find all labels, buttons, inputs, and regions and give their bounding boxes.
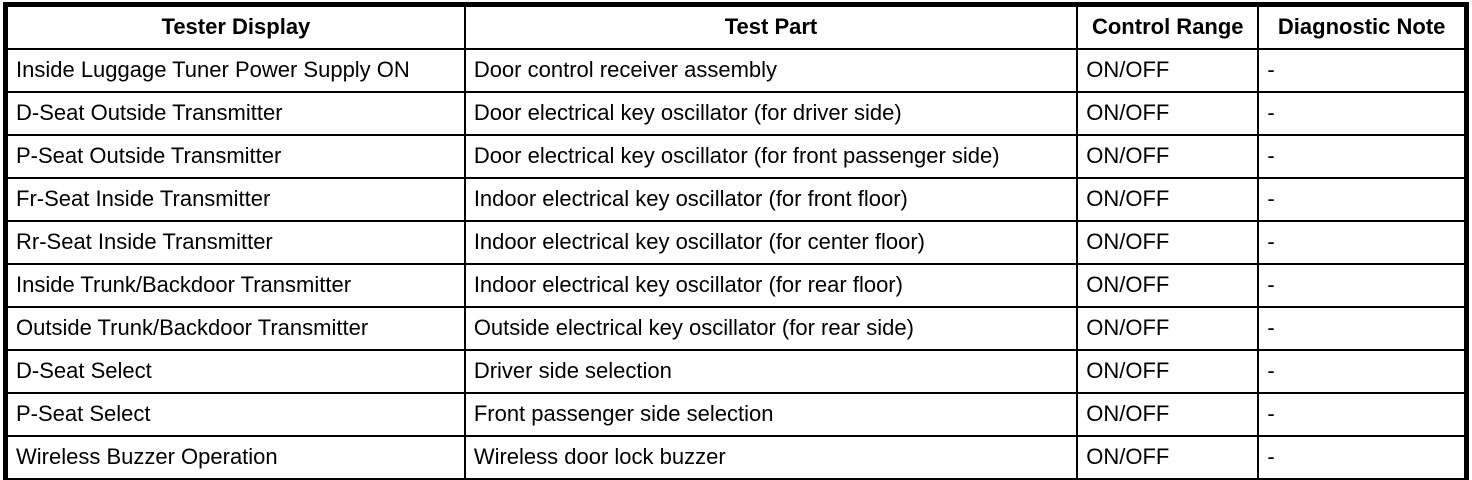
tester-display-cell: Inside Luggage Tuner Power Supply ON [4, 48, 466, 93]
control-range-cell: ON/OFF [1076, 134, 1260, 179]
test-part-cell: Driver side selection [463, 349, 1079, 394]
table-row: Inside Luggage Tuner Power Supply ON Doo… [4, 48, 1468, 93]
table-row: P-Seat Outside Transmitter Door electric… [4, 134, 1468, 179]
table-row: D-Seat Select Driver side selection ON/O… [4, 349, 1468, 394]
tester-display-cell: Wireless Buzzer Operation [4, 435, 466, 480]
diagnostic-note-cell: - [1257, 349, 1468, 394]
test-part-cell: Indoor electrical key oscillator (for ce… [463, 220, 1079, 265]
control-range-cell: ON/OFF [1076, 349, 1260, 394]
control-range-cell: ON/OFF [1076, 91, 1260, 136]
diagnostic-note-cell: - [1257, 306, 1468, 351]
column-header-tester-display: Tester Display [4, 3, 466, 50]
table-row: Fr-Seat Inside Transmitter Indoor electr… [4, 177, 1468, 222]
tester-display-cell: P-Seat Outside Transmitter [4, 134, 466, 179]
test-part-cell: Front passenger side selection [463, 392, 1079, 437]
control-range-cell: ON/OFF [1076, 392, 1260, 437]
test-part-cell: Wireless door lock buzzer [463, 435, 1079, 480]
tester-display-cell: Fr-Seat Inside Transmitter [4, 177, 466, 222]
diagnostic-note-cell: - [1257, 263, 1468, 308]
control-range-cell: ON/OFF [1076, 263, 1260, 308]
test-part-cell: Door electrical key oscillator (for driv… [463, 91, 1079, 136]
tester-display-cell: Outside Trunk/Backdoor Transmitter [4, 306, 466, 351]
table-row: Inside Trunk/Backdoor Transmitter Indoor… [4, 263, 1468, 308]
column-header-control-range: Control Range [1076, 3, 1260, 50]
table-row: Outside Trunk/Backdoor Transmitter Outsi… [4, 306, 1468, 351]
column-header-test-part: Test Part [463, 3, 1079, 50]
diagnostic-note-cell: - [1257, 134, 1468, 179]
header-row: Tester Display Test Part Control Range D… [4, 3, 1468, 50]
test-part-cell: Indoor electrical key oscillator (for re… [463, 263, 1079, 308]
tester-display-cell: Rr-Seat Inside Transmitter [4, 220, 466, 265]
test-part-cell: Door electrical key oscillator (for fron… [463, 134, 1079, 179]
control-range-cell: ON/OFF [1076, 435, 1260, 480]
diagnostic-note-cell: - [1257, 435, 1468, 480]
table-row: P-Seat Select Front passenger side selec… [4, 392, 1468, 437]
table-row: D-Seat Outside Transmitter Door electric… [4, 91, 1468, 136]
control-range-cell: ON/OFF [1076, 306, 1260, 351]
diagnostic-note-cell: - [1257, 177, 1468, 222]
control-range-cell: ON/OFF [1076, 220, 1260, 265]
tester-display-cell: D-Seat Select [4, 349, 466, 394]
table-row: Wireless Buzzer Operation Wireless door … [4, 435, 1468, 480]
tester-display-cell: D-Seat Outside Transmitter [4, 91, 466, 136]
diagnostic-note-cell: - [1257, 392, 1468, 437]
test-part-cell: Outside electrical key oscillator (for r… [463, 306, 1079, 351]
control-range-cell: ON/OFF [1076, 177, 1260, 222]
signal-check-table: Tester Display Test Part Control Range D… [3, 2, 1469, 480]
column-header-diagnostic-note: Diagnostic Note [1257, 3, 1468, 50]
control-range-cell: ON/OFF [1076, 48, 1260, 93]
diagnostic-note-cell: - [1257, 91, 1468, 136]
table-row: Rr-Seat Inside Transmitter Indoor electr… [4, 220, 1468, 265]
test-part-cell: Indoor electrical key oscillator (for fr… [463, 177, 1079, 222]
tester-display-cell: Inside Trunk/Backdoor Transmitter [4, 263, 466, 308]
tester-display-cell: P-Seat Select [4, 392, 466, 437]
test-part-cell: Door control receiver assembly [463, 48, 1079, 93]
diagnostic-note-cell: - [1257, 220, 1468, 265]
diagnostic-note-cell: - [1257, 48, 1468, 93]
